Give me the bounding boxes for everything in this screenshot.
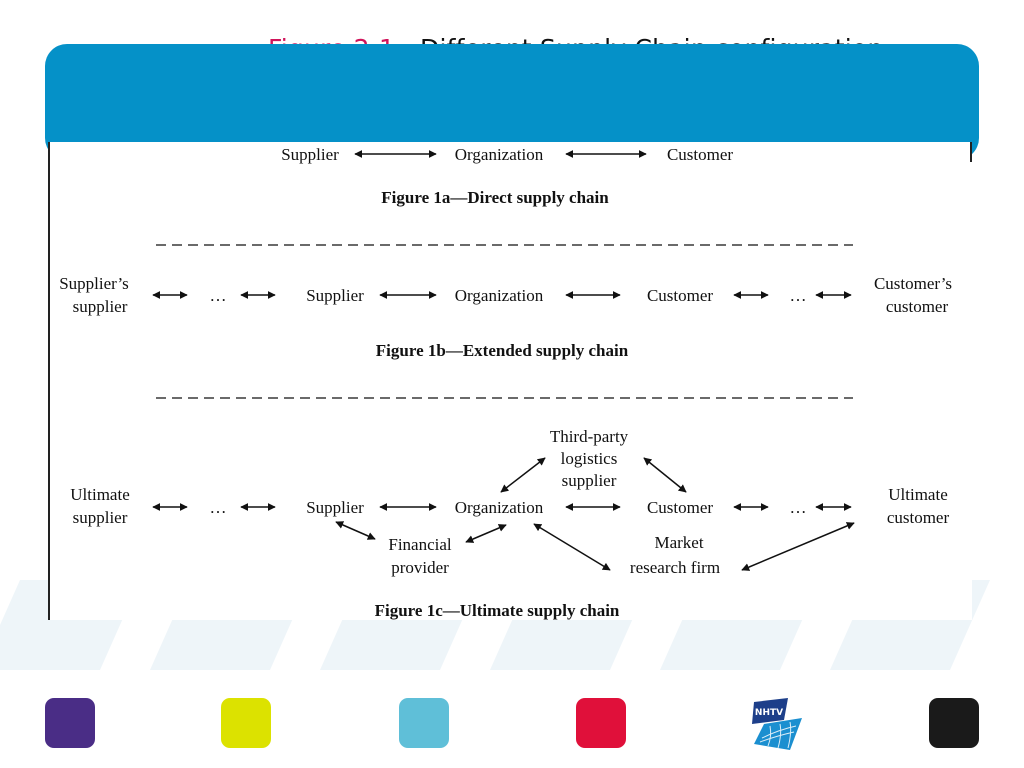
- node-supplier-1c: Supplier: [306, 498, 364, 517]
- panel-right-rule: [970, 142, 972, 162]
- node-ultimate-supplier-line2: supplier: [73, 508, 128, 527]
- node-third-party-line3: supplier: [562, 471, 617, 490]
- ellipsis-1c-left: …: [210, 498, 227, 517]
- swatch-red: [576, 698, 626, 748]
- arrow-supplier-financial: [335, 521, 376, 540]
- supply-chain-diagram: Supplier Organization Customer Figure 1a…: [59, 145, 952, 620]
- arrow-third-party-customer: [643, 457, 687, 493]
- swatch-yellow: [221, 698, 271, 748]
- node-supplier-1b: Supplier: [306, 286, 364, 305]
- node-customer-1a: Customer: [667, 145, 733, 164]
- ellipsis-1c-right: …: [790, 498, 807, 517]
- node-ultimate-supplier-line1: Ultimate: [70, 485, 129, 504]
- node-third-party-line2: logistics: [561, 449, 618, 468]
- node-market-line2: research firm: [630, 558, 720, 577]
- swatch-black: [929, 698, 979, 748]
- node-market-line1: Market: [654, 533, 703, 552]
- node-customer-1b: Customer: [647, 286, 713, 305]
- node-suppliers-supplier-line1: Supplier’s: [59, 274, 129, 293]
- caption-figure-1b: Figure 1b—Extended supply chain: [376, 341, 629, 360]
- caption-figure-1a: Figure 1a—Direct supply chain: [381, 188, 609, 207]
- figure-1c: Third-party logistics supplier Ultimate …: [70, 427, 949, 620]
- node-customers-customer-line1: Customer’s: [874, 274, 952, 293]
- node-third-party-line1: Third-party: [550, 427, 629, 446]
- node-financial-line2: provider: [391, 558, 449, 577]
- node-organization-1c: Organization: [455, 498, 544, 517]
- swatch-purple: [45, 698, 95, 748]
- node-ultimate-customer-line2: customer: [887, 508, 950, 527]
- node-ultimate-customer-line1: Ultimate: [888, 485, 947, 504]
- arrow-market-ultimate-customer: [741, 522, 855, 571]
- node-organization-1a: Organization: [455, 145, 544, 164]
- logo-text: NHTV: [755, 708, 783, 718]
- caption-figure-1c: Figure 1c—Ultimate supply chain: [375, 601, 620, 620]
- nhtv-logo: NHTV: [748, 694, 808, 754]
- header-band: [45, 44, 979, 160]
- ellipsis-1b-left: …: [210, 286, 227, 305]
- panel-left-rule: [48, 142, 50, 620]
- node-customers-customer-line2: customer: [886, 297, 949, 316]
- node-suppliers-supplier-line2: supplier: [73, 297, 128, 316]
- nhtv-logo-graphic: NHTV: [752, 698, 802, 750]
- figure-1b: Supplier’s supplier … Supplier Organizat…: [59, 274, 952, 360]
- node-customer-1c: Customer: [647, 498, 713, 517]
- node-organization-1b: Organization: [455, 286, 544, 305]
- swatch-light-blue: [399, 698, 449, 748]
- ellipsis-1b-right: …: [790, 286, 807, 305]
- content-panel: Supplier Organization Customer Figure 1a…: [48, 142, 972, 620]
- node-financial-line1: Financial: [388, 535, 452, 554]
- arrow-organization-market: [533, 523, 611, 571]
- figure-1a: Supplier Organization Customer Figure 1a…: [281, 145, 733, 207]
- arrow-organization-third-party: [500, 457, 546, 493]
- node-supplier-1a: Supplier: [281, 145, 339, 164]
- arrow-financial-organization: [465, 524, 507, 543]
